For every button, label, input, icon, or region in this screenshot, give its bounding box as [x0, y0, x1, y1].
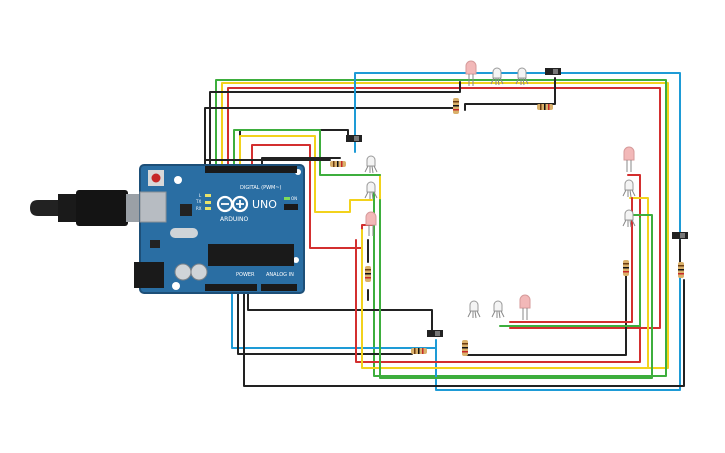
tx-label: TX [195, 199, 201, 204]
rgb-led[interactable] [364, 155, 378, 174]
model-label: UNO [252, 198, 277, 211]
slide-switch[interactable] [672, 232, 688, 239]
resistor[interactable] [411, 348, 427, 354]
wire-blue-top[interactable] [354, 72, 681, 391]
wire-green-low[interactable] [379, 199, 653, 379]
resistor[interactable] [453, 98, 459, 114]
wire-green-top[interactable] [215, 79, 667, 377]
mounting-hole [174, 176, 182, 184]
rgb-led[interactable] [490, 67, 504, 86]
wire-blue-bottom[interactable] [231, 287, 437, 349]
led[interactable] [465, 60, 477, 86]
capacitor [190, 263, 208, 281]
usb-chip [180, 204, 192, 216]
rx-led [205, 207, 211, 210]
brand-label: ARDUINO [220, 216, 249, 223]
wire-black-mid-2[interactable] [204, 159, 331, 166]
wire-red-top[interactable] [227, 87, 661, 329]
wire-black-bottom-2[interactable] [243, 279, 685, 387]
power-label: POWER [236, 272, 255, 278]
digital-header[interactable] [205, 166, 297, 173]
led[interactable] [519, 294, 531, 320]
arduino-board[interactable]: ARDUINO UNO DIGITAL (PWM~) POWER ANALOG … [134, 164, 305, 294]
resistors [330, 98, 684, 356]
analog-header[interactable] [261, 284, 297, 291]
rgb-led[interactable] [622, 179, 636, 198]
wire-yellow-mid[interactable] [239, 135, 373, 213]
wire-black-bottom-3[interactable] [247, 287, 433, 331]
wire-black-right[interactable] [464, 77, 556, 111]
wire-red-low[interactable] [355, 174, 641, 363]
analog-label: ANALOG IN [266, 272, 294, 278]
atmega-chip [208, 244, 294, 266]
reset-button-cap[interactable] [151, 173, 161, 183]
on-led [284, 197, 290, 200]
diffuse-leds [365, 60, 635, 320]
resistor[interactable] [462, 340, 468, 356]
wire-black-low[interactable] [464, 264, 627, 356]
mounting-hole [293, 257, 299, 263]
wire-green-mid[interactable] [233, 129, 381, 176]
smd-chip [150, 240, 160, 248]
digital-header-label: DIGITAL (PWM~) [240, 185, 282, 191]
resistor[interactable] [365, 266, 371, 282]
rgb-led[interactable] [467, 300, 481, 319]
usb-connector [126, 194, 142, 222]
arduino-logo [216, 195, 249, 213]
wire-yellow-low[interactable] [361, 197, 649, 369]
power-header[interactable] [205, 284, 257, 291]
mounting-hole [172, 282, 180, 290]
led[interactable] [623, 146, 635, 172]
resistor[interactable] [330, 161, 346, 167]
wire-red-low-2[interactable] [509, 197, 633, 323]
rx-label: RX [196, 206, 202, 211]
wire-red-mid[interactable] [251, 144, 373, 249]
rgb-led[interactable] [364, 181, 378, 200]
usb-cable-end [30, 200, 60, 216]
usb-b-port [139, 191, 167, 223]
wires [204, 72, 685, 391]
resistor[interactable] [537, 104, 553, 110]
slide-switch[interactable] [346, 135, 362, 142]
l-label: L [199, 193, 202, 198]
on-label: ON [291, 196, 297, 201]
slide-switches [346, 68, 688, 337]
usb-plug [76, 190, 128, 226]
wire-black-bottom[interactable] [237, 287, 413, 355]
rgb-led[interactable] [491, 300, 505, 319]
rgb-led[interactable] [515, 67, 529, 86]
slide-switch[interactable] [427, 330, 443, 337]
crystal [170, 228, 198, 238]
usb-strain-relief [58, 194, 78, 222]
wire-black-mid[interactable] [261, 157, 341, 167]
slide-switch[interactable] [545, 68, 561, 75]
led[interactable] [365, 211, 377, 236]
resistor[interactable] [678, 262, 684, 278]
icsp-header [284, 204, 298, 210]
wire-black-top[interactable] [209, 81, 461, 166]
dc-barrel-jack [134, 262, 164, 288]
usb-cable [30, 190, 142, 226]
capacitor [174, 263, 192, 281]
rgb-led[interactable] [622, 209, 636, 228]
l-led [205, 194, 211, 197]
tx-led [205, 201, 211, 204]
wire-green-low-2[interactable] [499, 217, 641, 327]
rgb-leds [364, 67, 636, 319]
wire-black-top-2[interactable] [204, 107, 456, 166]
resistor[interactable] [623, 260, 629, 276]
